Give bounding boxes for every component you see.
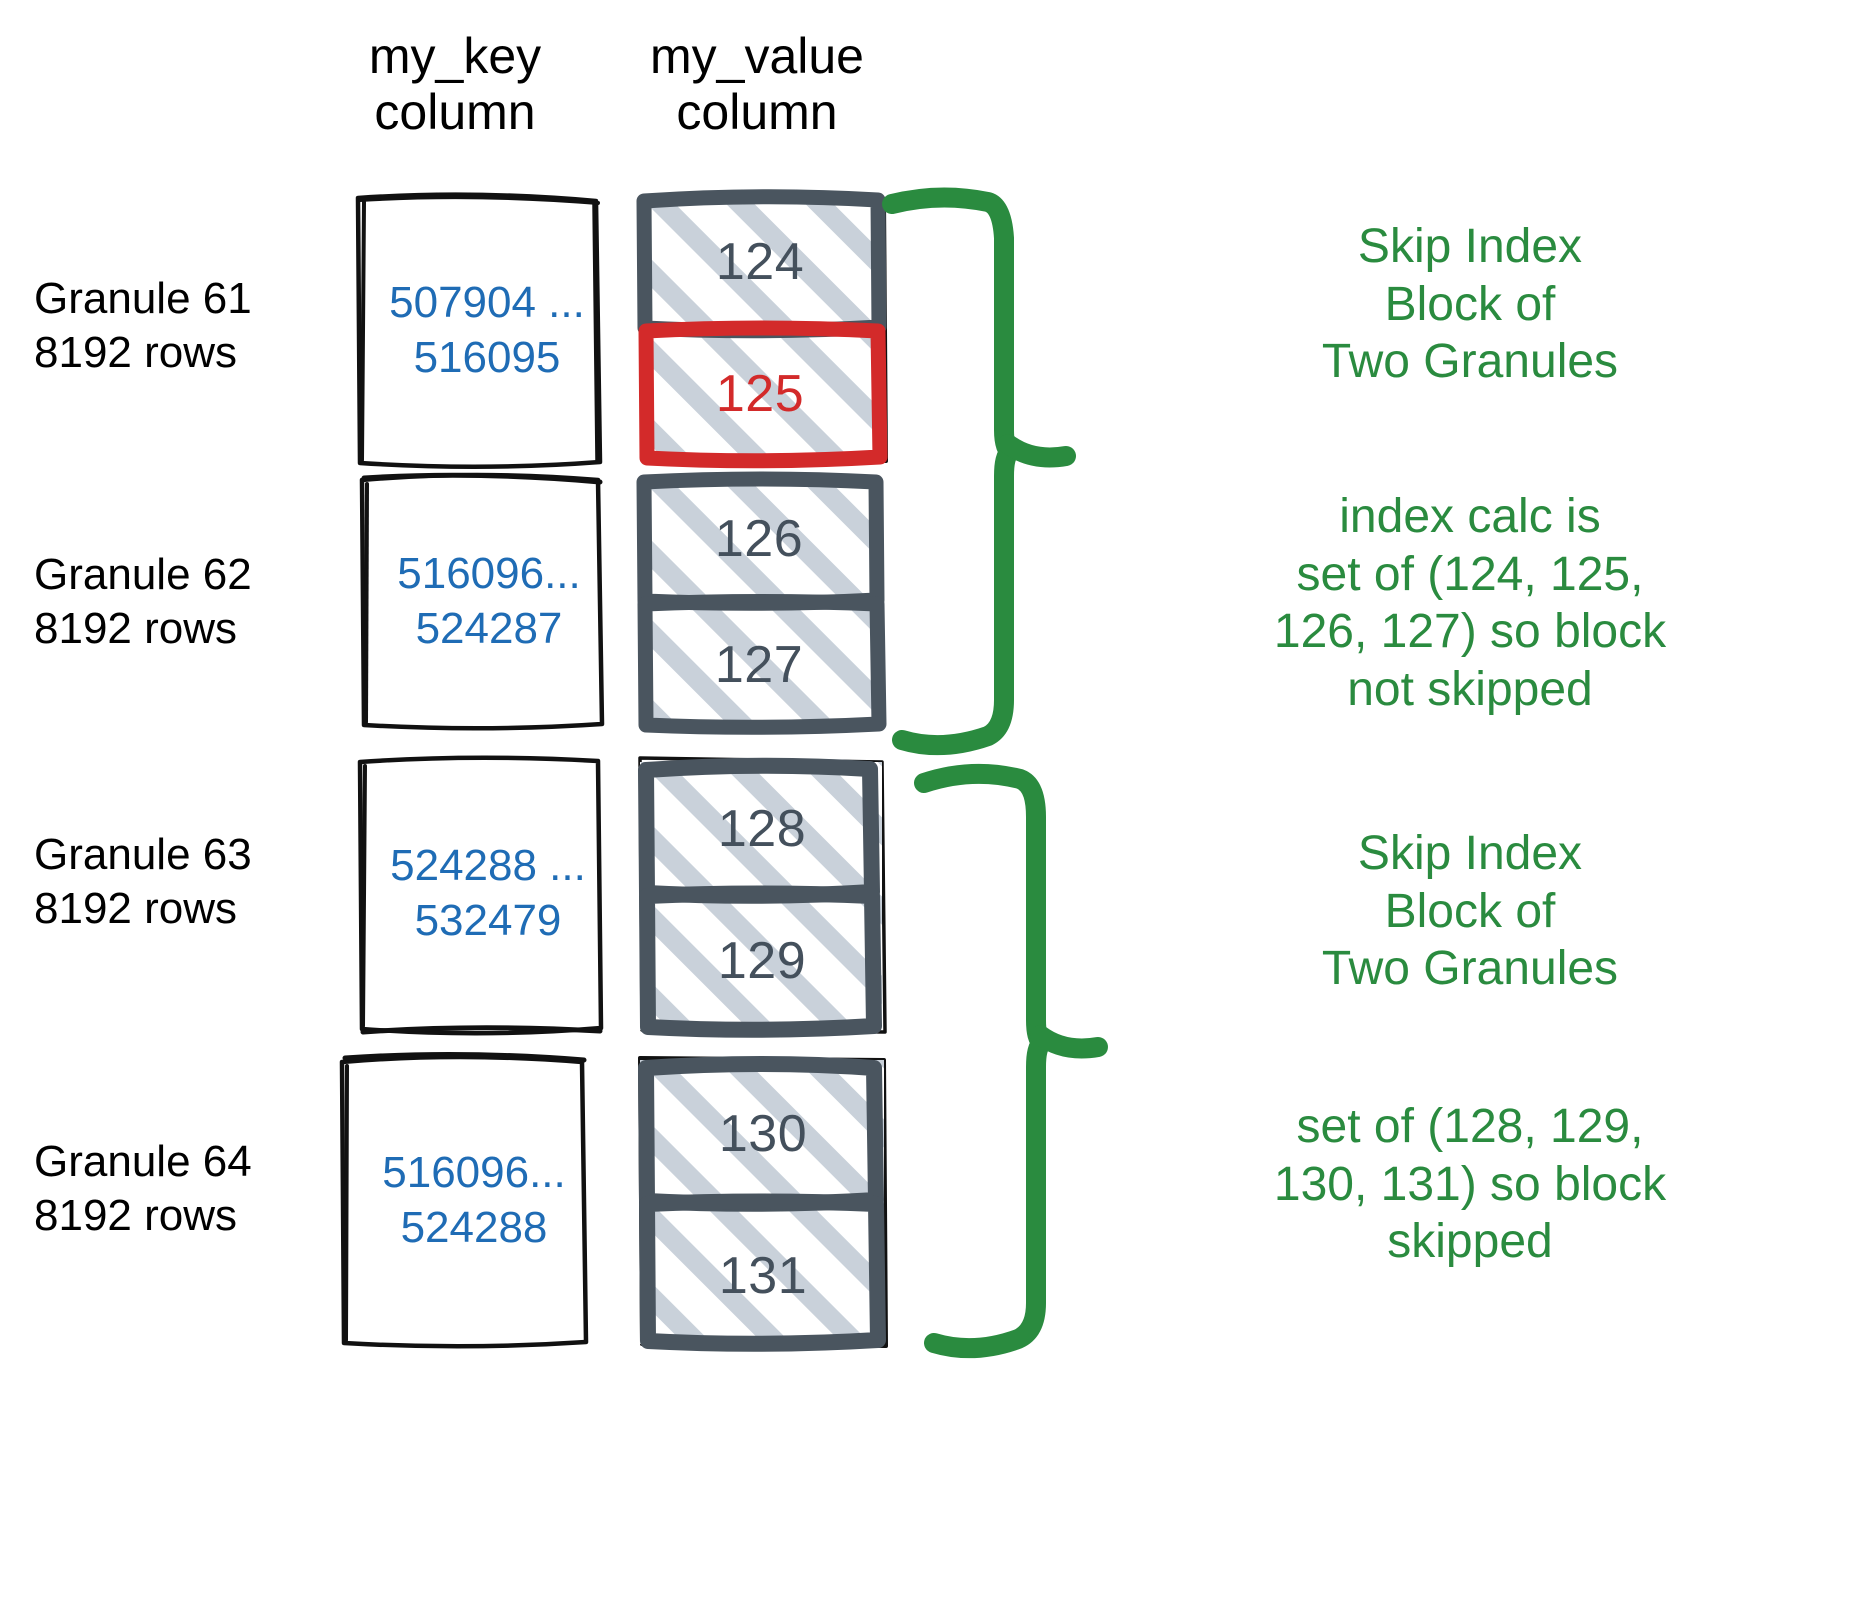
note-block-2-detail: set of (128, 129, 130, 131) so block ski… — [1273, 1100, 1667, 1269]
value-text-125: 125 — [715, 365, 805, 423]
granule-label-64: Granule 64 8192 rows — [34, 1137, 252, 1240]
key-box-granule-63: 524288 ... 532479 — [357, 755, 604, 1036]
value-text-127: 127 — [714, 636, 804, 694]
key-range-64: 516096... 524288 — [382, 1148, 566, 1252]
note-block-2-title: Skip Index Block of Two Granules — [1321, 827, 1619, 996]
value-text-128: 128 — [717, 800, 807, 858]
granule-label-61: Granule 61 8192 rows — [34, 274, 252, 377]
key-box-granule-64: 516096... 524288 — [339, 1051, 590, 1349]
value-cell-125-highlighted: 125 — [640, 329, 880, 459]
value-cell-130: 130 — [644, 1064, 882, 1204]
key-range-62: 516096... 524287 — [397, 549, 581, 653]
header-my-value-column: my_value column — [650, 28, 864, 140]
value-text-129: 129 — [717, 932, 807, 990]
value-box-granule-62: 126 127 — [636, 471, 887, 735]
header-my-key-column: my_key column — [368, 28, 542, 140]
note-block-1-title: Skip Index Block of Two Granules — [1321, 220, 1619, 389]
value-text-126: 126 — [714, 510, 804, 568]
value-cell-131: 131 — [644, 1206, 882, 1346]
granule-label-63: Granule 63 8192 rows — [34, 830, 252, 933]
value-cell-129: 129 — [644, 896, 880, 1026]
brace-block-1 — [882, 187, 1076, 756]
granule-label-62: Granule 62 8192 rows — [34, 550, 252, 653]
value-text-124: 124 — [715, 233, 805, 291]
value-cell-126: 126 — [640, 478, 878, 600]
value-text-131: 131 — [718, 1247, 808, 1305]
note-block-1-detail: index calc is set of (124, 125, 126, 127… — [1273, 490, 1667, 716]
key-range-63: 524288 ... 532479 — [390, 841, 586, 945]
key-range-61: 507904 ... 516095 — [389, 278, 585, 382]
value-text-130: 130 — [718, 1105, 808, 1163]
value-cell-127: 127 — [640, 604, 878, 726]
value-cell-128: 128 — [644, 764, 880, 894]
value-box-granule-63: 128 129 — [638, 756, 887, 1038]
value-box-granule-61: 124 125 — [636, 189, 888, 469]
key-box-granule-62: 516096... 524287 — [359, 472, 605, 731]
value-cell-124: 124 — [640, 197, 880, 327]
key-box-granule-61: 507904 ... 516095 — [355, 192, 603, 469]
value-box-granule-64: 130 131 — [638, 1056, 888, 1352]
